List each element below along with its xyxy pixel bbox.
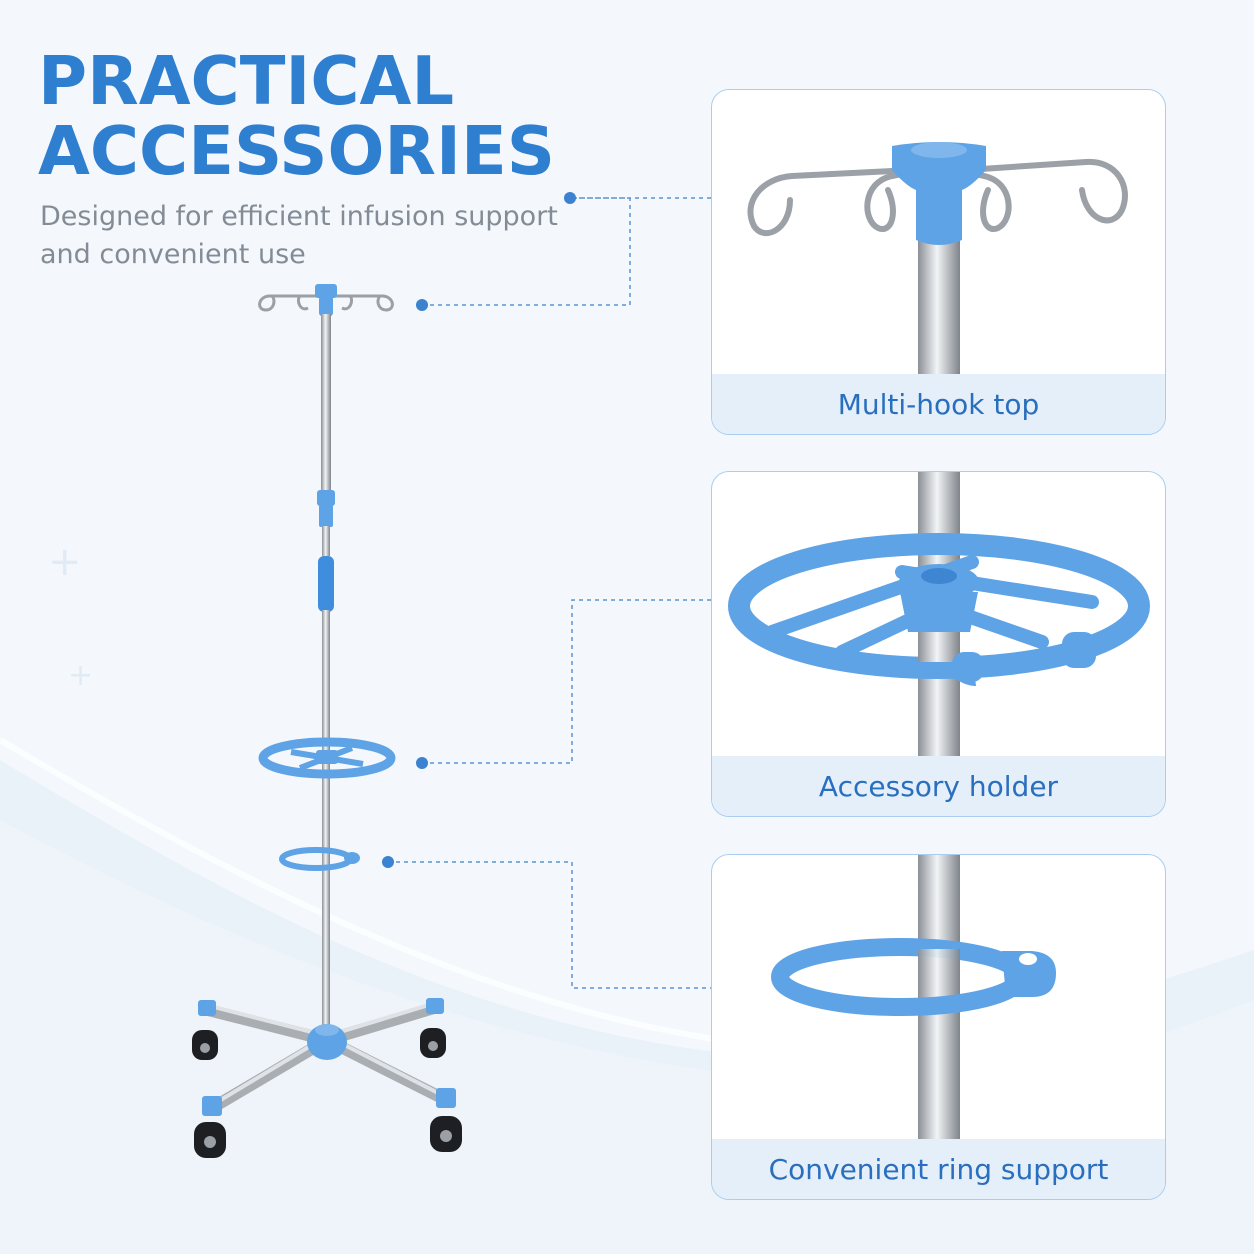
feature-panel-multi-hook: Multi-hook top	[711, 89, 1166, 435]
panel-caption: Accessory holder	[818, 769, 1059, 803]
svg-text:+: +	[68, 658, 93, 693]
caption-band: Accessory holder	[712, 756, 1165, 816]
panel-caption: Convenient ring support	[768, 1152, 1109, 1186]
svg-text:+: +	[48, 539, 82, 585]
feature-panel-accessory-holder: Accessory holder	[711, 471, 1166, 817]
panel-caption: Multi-hook top	[837, 387, 1040, 421]
ring-support-closeup-icon	[771, 855, 1056, 1145]
connector-dots	[382, 192, 576, 868]
subtitle-line-1: Designed for efficient infusion support	[40, 201, 558, 232]
caption-band: Multi-hook top	[712, 374, 1165, 434]
subtitle-line-2: and convenient use	[40, 239, 306, 270]
page-title: PRACTICAL ACCESSORIES	[38, 46, 555, 186]
title-line-2: ACCESSORIES	[38, 112, 555, 190]
caption-band: Convenient ring support	[712, 1139, 1165, 1199]
iv-pole-illustration	[192, 284, 462, 1158]
feature-panel-ring-support: Convenient ring support	[711, 854, 1166, 1200]
page-subtitle: Designed for efficient infusion support …	[40, 198, 600, 274]
connector-lines	[388, 197, 711, 989]
title-line-1: PRACTICAL	[38, 42, 455, 120]
